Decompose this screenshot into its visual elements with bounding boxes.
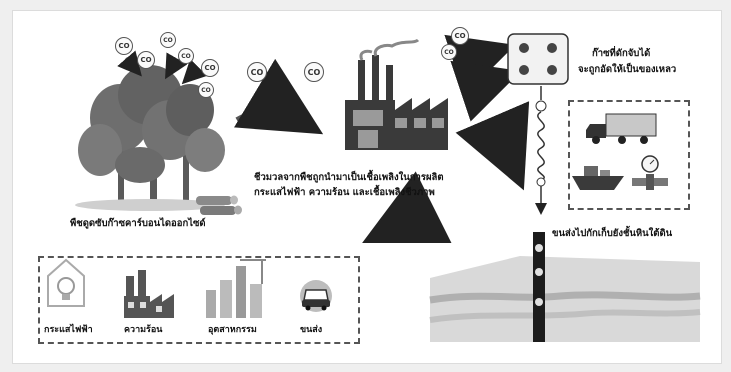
arrow-co2-to-capture bbox=[444, 34, 516, 96]
trees-illustration bbox=[75, 65, 242, 215]
co2-bubble: CO bbox=[115, 37, 133, 55]
co2-bubble: CO bbox=[201, 59, 219, 77]
output-label-industry: อุตสาหกรรม bbox=[208, 325, 257, 335]
lightbulb-house-icon bbox=[47, 258, 85, 307]
co2-bubble: CO bbox=[137, 51, 155, 69]
arrow-factory-to-outputs bbox=[362, 171, 452, 243]
transport-box bbox=[568, 100, 690, 210]
pipeline-coil bbox=[537, 111, 545, 181]
output-label-heat: ความร้อน bbox=[124, 325, 163, 335]
ship-icon bbox=[572, 166, 624, 190]
biomass-label-line1: ชีวมวลจากพืชถูกนำมาเป็นเชื้อเพลิงในการผล… bbox=[254, 172, 444, 183]
underground-strata bbox=[429, 232, 701, 342]
storage-label: ขนส่งไปกักเก็บยังชั้นหินใต้ดิน bbox=[552, 228, 673, 239]
arrow-trees-to-factory bbox=[233, 58, 324, 135]
factory-illustration bbox=[345, 38, 448, 150]
output-label-electricity: กระแสไฟฟ้า bbox=[44, 325, 93, 335]
industry-skyline-icon bbox=[206, 259, 266, 318]
biomass-label-line2: กระแสไฟฟ้า ความร้อน และเชื้อเพลิงชีวภาพ bbox=[254, 187, 435, 198]
capture-label-line2: จะถูกอัดให้เป็นของเหลว bbox=[578, 64, 677, 75]
co2-bubble: CO bbox=[247, 62, 267, 82]
output-label-transport: ขนส่ง bbox=[300, 325, 323, 335]
arrow-factory-to-transport bbox=[455, 101, 530, 191]
pipeline-valve-icon bbox=[632, 155, 668, 190]
capture-label-line1: ก๊าซที่ดักจับได้ bbox=[592, 48, 651, 59]
co2-bubble: CO bbox=[160, 32, 176, 48]
capture-unit-illustration bbox=[507, 33, 569, 85]
factory-icon bbox=[124, 270, 174, 318]
co2-bubble: CO bbox=[441, 44, 457, 60]
car-icon bbox=[300, 280, 332, 312]
truck-icon bbox=[586, 113, 657, 144]
co2-bubble: CO bbox=[304, 62, 324, 82]
co2-bubble: CO bbox=[198, 82, 214, 98]
plants-label: พืชดูดซับก๊าซคาร์บอนไดออกไซด์ bbox=[70, 218, 206, 229]
co2-bubble: CO bbox=[178, 48, 194, 64]
co2-bubble: CO bbox=[451, 27, 469, 45]
outputs-box bbox=[38, 256, 360, 344]
